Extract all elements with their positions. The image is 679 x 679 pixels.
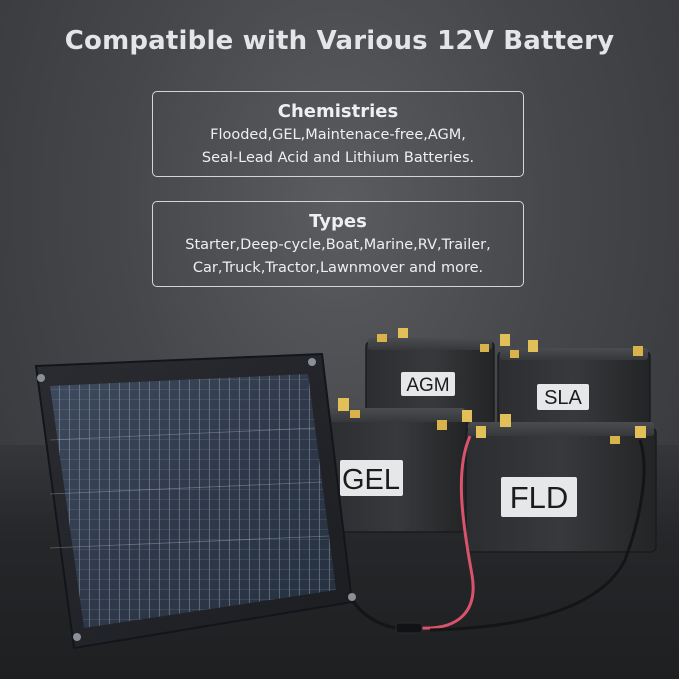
types-title: Types (309, 211, 367, 232)
chemistries-line-2: Seal-Lead Acid and Lithium Batteries. (201, 150, 475, 166)
chemistries-line-1: Flooded,GEL,Maintenace-free,AGM, (210, 127, 466, 143)
battery-agm-plate (401, 372, 455, 396)
battery-sla-label: SLA (544, 387, 582, 409)
mount-hole-icon (37, 374, 45, 382)
mount-hole-icon (308, 358, 316, 366)
mount-hole-icon (73, 633, 81, 641)
battery-gel-plate (340, 460, 403, 496)
battery-gel-label: GEL (342, 464, 400, 496)
types-line-1: Starter,Deep-cycle,Boat,Marine,RV,Traile… (185, 237, 491, 253)
battery-fld-label: FLD (510, 480, 569, 515)
chemistries-title: Chemistries (277, 101, 399, 122)
battery-sla: SLA (497, 334, 651, 431)
types-line-2: Car,Truck,Tractor,Lawnmover and more. (192, 260, 484, 276)
chemistries-box: Chemistries Flooded,GEL,Maintenace-free,… (152, 91, 524, 177)
battery-sla-plate (537, 384, 589, 410)
battery-fld: FLD (465, 414, 657, 553)
battery-fld-plate (501, 477, 577, 517)
solar-panel (34, 352, 356, 650)
battery-agm-label: AGM (406, 375, 449, 396)
headline: Compatible with Various 12V Battery (64, 26, 615, 56)
types-box: Types Starter,Deep-cycle,Boat,Marine,RV,… (152, 201, 524, 287)
battery-gel: GEL (326, 398, 472, 533)
mount-hole-icon (348, 593, 356, 601)
